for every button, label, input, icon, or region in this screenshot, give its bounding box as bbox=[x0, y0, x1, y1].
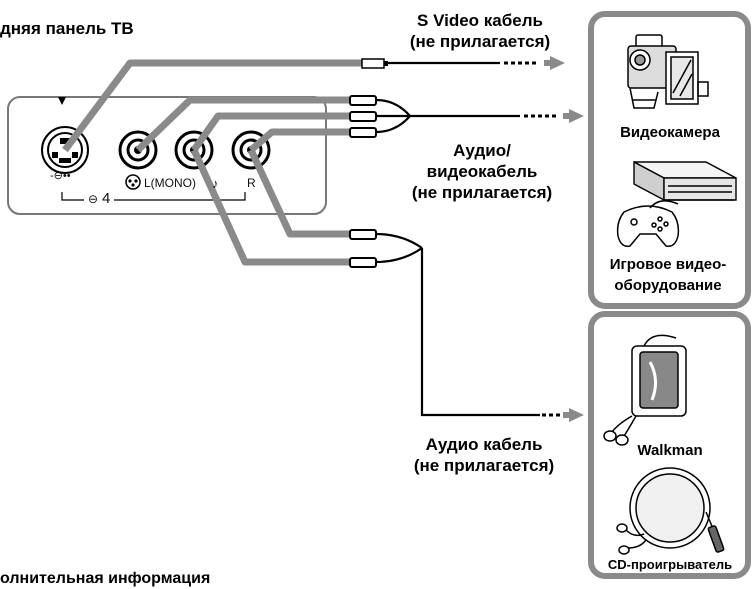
game-console-icon bbox=[633, 160, 737, 202]
av-cable-line1: Аудио/ bbox=[453, 141, 511, 160]
input-symbol-label: ⊖ bbox=[88, 192, 99, 206]
svideo-jack bbox=[41, 97, 89, 174]
audio-cable-label: Аудио кабель (не прилагается) bbox=[414, 434, 554, 476]
tv-panel-title: дняя панель ТВ bbox=[0, 19, 134, 38]
cd-player-label: CD-проигрыватель bbox=[607, 557, 733, 572]
walkman-icon bbox=[603, 334, 687, 446]
svideo-cable-line2: (не прилагается) bbox=[409, 32, 551, 51]
input-bracket bbox=[61, 192, 246, 201]
svideo-plug bbox=[361, 58, 388, 69]
av-cable-line2: видеокабель bbox=[426, 162, 538, 181]
audio-cable-line2: (не прилагается) bbox=[413, 456, 555, 475]
audio-right-label: R bbox=[247, 176, 256, 190]
camcorder-label: Видеокамера bbox=[620, 124, 720, 141]
game-device-line1: Игровое видео- bbox=[609, 256, 727, 273]
gray-cables bbox=[62, 59, 364, 266]
svideo-cable-line1: S Video кабель bbox=[417, 11, 543, 30]
audio-devices-box bbox=[588, 311, 751, 579]
music-note-label: ♪ bbox=[212, 176, 219, 191]
camcorder-icon bbox=[627, 34, 709, 109]
svideo-cable-label: S Video кабель (не прилагается) bbox=[410, 10, 550, 52]
gamepad-icon bbox=[616, 200, 680, 248]
input-number-label: 4 bbox=[102, 190, 111, 207]
video-jack-icon bbox=[125, 174, 141, 190]
black-cables bbox=[375, 61, 540, 417]
video-devices-box bbox=[588, 11, 751, 309]
walkman-label: Walkman bbox=[637, 442, 703, 459]
av-plugs bbox=[349, 95, 377, 138]
av-cable-label: Аудио/ видеокабель (не прилагается) bbox=[412, 140, 552, 203]
tv-rear-panel bbox=[7, 96, 327, 215]
game-device-line2: оборудование bbox=[614, 277, 722, 294]
cd-player-icon bbox=[616, 467, 725, 555]
arrow-icons bbox=[504, 56, 584, 422]
audio-plugs bbox=[349, 229, 377, 268]
av-cable-line3: (не прилагается) bbox=[411, 183, 553, 202]
audio-left-label: L(MONO) bbox=[144, 176, 196, 190]
game-device-label: Игровое видео- оборудование bbox=[610, 254, 727, 296]
svideo-jack-label: -⊖•• bbox=[50, 170, 71, 182]
audio-cable-line1: Аудио кабель bbox=[425, 435, 543, 454]
